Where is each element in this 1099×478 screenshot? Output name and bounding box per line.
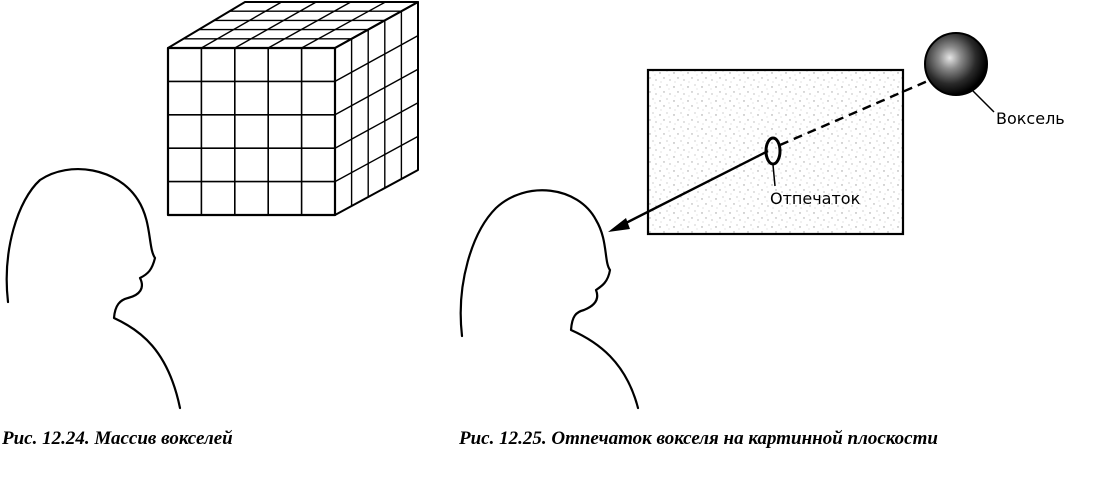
voxel-sphere [924,32,988,96]
cube-front-face [166,46,337,217]
figure-caption-12-25: Рис. 12.25. Отпечаток вокселя на картинн… [459,428,938,449]
footprint-label: Отпечаток [770,189,861,208]
viewer-head-silhouette-right [459,189,640,410]
projection-arrowhead [608,218,630,232]
cube-right-face [334,1,419,216]
cube-front-grid [168,48,335,215]
footprint-leader-line [772,164,776,187]
picture-plane [646,68,905,236]
cube-top-grid [183,1,402,49]
projection-ray-dashed [779,78,931,147]
footprint-ellipse [764,136,782,166]
voxel-label: Воксель [996,109,1065,128]
voxel-array-cube [166,1,419,217]
voxel-leader-line [971,89,995,113]
projection-ray-solid [619,149,769,228]
cube-top-face [167,1,419,49]
viewer-head-silhouette-left [5,168,182,410]
figure-caption-12-24: Рис. 12.24. Массив вокселей [2,428,233,449]
cube-right-grid [334,11,419,206]
